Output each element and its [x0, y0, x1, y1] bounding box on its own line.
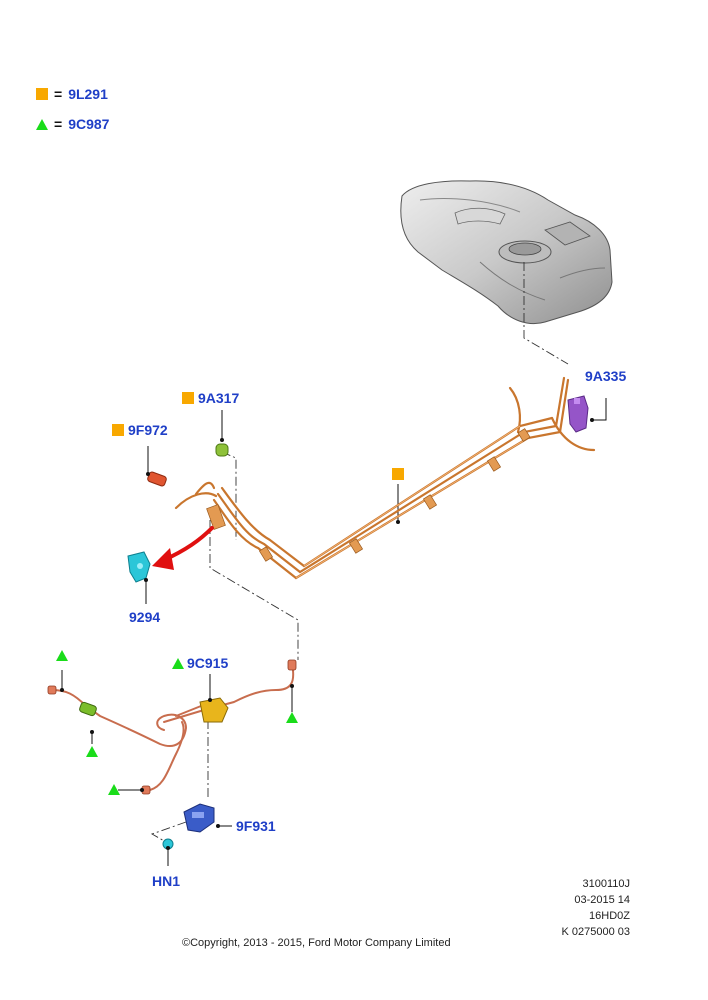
legend-square-icon: [182, 392, 194, 404]
part-9294-sensor: [127, 551, 151, 583]
fuel-tank: [400, 180, 613, 325]
callout-9a317-group: 9A317: [182, 390, 239, 406]
legend-triangle-icon: [36, 118, 48, 130]
reference-line-2: 03-2015 14: [574, 894, 630, 906]
legend-square-icon: [112, 424, 124, 436]
pipe-clips: [206, 428, 531, 562]
red-direction-arrow: [152, 526, 214, 570]
legend-square-icon: [36, 88, 48, 100]
copyright-notice: ©Copyright, 2013 - 2015, Ford Motor Comp…: [182, 937, 451, 949]
reference-line-1: 3100110J: [582, 878, 630, 890]
callout-leaders: [61, 398, 607, 866]
legend-equals: =: [54, 116, 63, 132]
part-9a335-bracket: [567, 395, 589, 433]
part-green-connector: [79, 701, 97, 717]
main-fuel-lines: [174, 376, 596, 580]
callout-9a317: 9A317: [198, 390, 240, 406]
reference-dots: [60, 418, 594, 850]
part-9a317-valve: [215, 443, 229, 457]
part-9f931-bracket: [183, 803, 215, 833]
callout-9c915-group: 9C915: [172, 655, 228, 671]
callout-9a335: 9A335: [585, 368, 627, 384]
reference-block: 3100110J 03-2015 14 16HD0Z K 0275000 03: [561, 876, 630, 940]
leader-lines: [150, 262, 569, 843]
vapour-lines: [51, 663, 295, 791]
reference-line-3: 16HD0Z: [589, 910, 630, 922]
callout-9294: 9294: [129, 609, 161, 625]
legend-equals: =: [54, 86, 63, 102]
legend-row-square: = 9L291: [36, 86, 108, 102]
pipe-end-fittings: [47, 659, 297, 795]
legend-row-triangle: = 9C987: [36, 116, 109, 132]
callout-9f972: 9F972: [128, 422, 168, 438]
callout-hn1: HN1: [152, 873, 181, 889]
legend-triangle-icon: [172, 657, 184, 669]
legend-square-marker: [392, 468, 404, 480]
part-9c915-valve: [199, 697, 229, 723]
legend-code: 9L291: [68, 86, 108, 102]
callout-9c915: 9C915: [187, 655, 229, 671]
reference-line-4: K 0275000 03: [561, 926, 630, 938]
callout-9f931: 9F931: [236, 818, 276, 834]
callout-9f972-group: 9F972: [112, 422, 168, 438]
legend-code: 9C987: [68, 116, 110, 132]
legend-triangle-markers: [56, 650, 298, 795]
